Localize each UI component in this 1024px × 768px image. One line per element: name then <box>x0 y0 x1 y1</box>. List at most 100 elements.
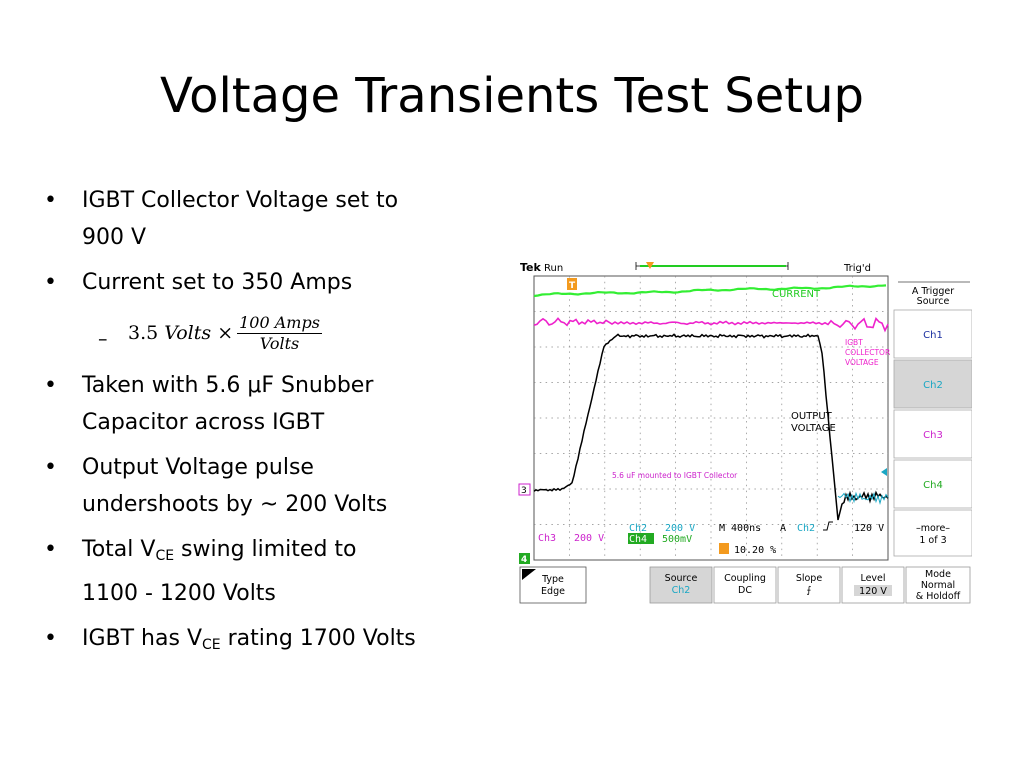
svg-text:Normal: Normal <box>921 580 955 591</box>
svg-text:3: 3 <box>521 486 527 496</box>
bullet-text-post: rating 1700 Volts <box>220 626 416 651</box>
menu-source-button[interactable]: Source Ch2 <box>649 566 713 604</box>
ch3-marker-icon: 3 <box>518 483 531 496</box>
bullet-list: • IGBT Collector Voltage set to 900 V • … <box>44 182 504 672</box>
bullet-current: • Current set to 350 Amps <box>44 264 504 301</box>
trigger-marker-icon: T <box>567 278 577 291</box>
slide-title: Voltage Transients Test Setup <box>159 68 864 124</box>
svg-text:–more–: –more– <box>916 523 950 534</box>
current-trace <box>533 284 887 298</box>
svg-text:Edge: Edge <box>541 586 565 597</box>
svg-text:Ch3: Ch3 <box>923 430 943 441</box>
output-label: VOLTAGE <box>791 423 836 434</box>
snubber-note: 5.6 uF mounted to IGBT Collector <box>612 471 738 480</box>
ch2-scale: 200 V <box>665 523 695 534</box>
eq-unit: Volts <box>164 322 212 344</box>
svg-text:Ch4: Ch4 <box>923 480 943 491</box>
bullet-collector-voltage: • IGBT Collector Voltage set to 900 V <box>44 182 504 256</box>
bullet-undershoot: • Output Voltage pulse undershoots by ~ … <box>44 449 504 523</box>
svg-text:Type: Type <box>541 574 564 585</box>
svg-text:Level: Level <box>860 573 885 584</box>
svg-text:Ch2: Ch2 <box>672 585 691 596</box>
timebase-readout: M 400ns <box>719 523 761 534</box>
menu-coupling-button[interactable]: Coupling DC <box>713 566 777 604</box>
scope-run-status: Run <box>544 263 563 274</box>
menu-type-button[interactable]: Type Edge <box>519 566 587 604</box>
rising-edge-icon <box>823 521 833 531</box>
svg-text:4: 4 <box>521 555 527 565</box>
svg-text:120 V: 120 V <box>859 586 887 597</box>
sub-bullet-dash: – <box>98 328 108 350</box>
bullet-dot-icon: • <box>44 455 57 480</box>
position-marker-icon <box>719 543 729 554</box>
bullet-text: Total VCE swing limited to <box>82 531 504 575</box>
ch3-readout: Ch3 <box>538 533 556 544</box>
scope-brand: Tek <box>520 261 542 274</box>
equation-line: – 3.5 Volts × 100 Amps Volts <box>44 305 504 361</box>
svg-text:Ch2: Ch2 <box>923 380 943 391</box>
svg-text:Source: Source <box>665 573 698 584</box>
bullet-subscript: CE <box>155 548 175 564</box>
ch4-scale: 500mV <box>662 534 692 545</box>
bullet-snubber: • Taken with 5.6 μF Snubber Capacitor ac… <box>44 367 504 441</box>
bullet-dot-icon: • <box>44 537 57 562</box>
bullet-dot-icon: • <box>44 270 57 295</box>
trigger-level-readout: 120 V <box>854 523 884 534</box>
bullet-vce-rating: • IGBT has VCE rating 1700 Volts <box>44 620 504 664</box>
bullet-text: Current set to 350 Amps <box>82 270 353 295</box>
output-voltage-trace-overlay <box>837 491 889 505</box>
current-equation: 3.5 Volts × 100 Amps Volts <box>128 313 322 354</box>
bullet-text-post: swing limited to <box>174 537 357 562</box>
bullet-text: Capacitor across IGBT <box>82 410 325 435</box>
side-menu-ch4-button[interactable]: Ch4 <box>893 459 972 509</box>
svg-text:Ch1: Ch1 <box>923 330 943 341</box>
igbt-label: VOLTAGE <box>845 358 879 367</box>
svg-text:⨍: ⨍ <box>807 585 812 596</box>
ch2-readout: Ch2 <box>629 523 647 534</box>
bullet-text: Taken with 5.6 μF Snubber <box>82 373 374 398</box>
trigger-source-readout: Ch2 <box>797 523 815 534</box>
bullet-dot-icon: • <box>44 373 57 398</box>
position-readout: 10.20 % <box>734 545 776 556</box>
svg-text:Coupling: Coupling <box>724 573 766 584</box>
igbt-label: IGBT <box>845 338 863 347</box>
menu-mode-button[interactable]: Mode Normal & Holdoff <box>905 566 971 604</box>
menu-level-button[interactable]: Level 120 V <box>841 566 905 604</box>
bullet-text: undershoots by ~ 200 Volts <box>82 492 388 517</box>
side-menu-more-button[interactable]: –more– 1 of 3 <box>893 509 972 557</box>
svg-text:& Holdoff: & Holdoff <box>916 591 961 602</box>
eq-numerator: 100 Amps <box>237 313 322 334</box>
igbt-collector-trace <box>533 316 889 333</box>
svg-text:DC: DC <box>738 585 752 596</box>
bullet-text: IGBT has VCE rating 1700 Volts <box>82 620 504 664</box>
bullet-dot-icon: • <box>44 626 57 651</box>
svg-text:1 of 3: 1 of 3 <box>919 535 946 546</box>
bottom-menu: Type Edge Source Ch2 Coupling DC Slope ⨍… <box>519 566 971 604</box>
side-menu-ch2-button[interactable]: Ch2 <box>893 359 972 409</box>
bullet-text-pre: IGBT has V <box>82 626 202 651</box>
bullet-vce-swing: • Total VCE swing limited to 1100 - 1200… <box>44 531 504 612</box>
record-position-bar <box>635 262 789 270</box>
output-label: OUTPUT <box>791 411 833 422</box>
output-voltage-trace <box>533 333 889 521</box>
bullet-text: Output Voltage pulse <box>82 455 314 480</box>
bullet-text: 1100 - 1200 Volts <box>82 581 276 606</box>
bullet-text: IGBT Collector Voltage set to <box>82 188 399 213</box>
side-menu-title: A Trigger <box>912 286 954 297</box>
ch4-readout: Ch4 <box>629 534 647 545</box>
ch4-marker-icon: 4 <box>519 553 530 565</box>
side-menu-title: Source <box>917 296 950 307</box>
eq-denominator: Volts <box>259 334 300 353</box>
side-menu: A Trigger Source Ch1 Ch2 Ch3 Ch4 –more– … <box>893 281 972 557</box>
igbt-label: COLLECTOR <box>845 348 890 357</box>
side-menu-ch1-button[interactable]: Ch1 <box>893 309 972 359</box>
eq-coef: 3.5 <box>128 322 159 344</box>
bullet-text-pre: Total V <box>82 537 156 562</box>
svg-text:T: T <box>569 281 576 291</box>
svg-text:Mode: Mode <box>925 569 951 580</box>
menu-slope-button[interactable]: Slope ⨍ <box>777 566 841 604</box>
side-menu-ch3-button[interactable]: Ch3 <box>893 409 972 459</box>
bullet-text: 900 V <box>82 225 147 250</box>
trigger-mode-readout: A <box>780 523 786 534</box>
svg-text:Slope: Slope <box>796 573 823 584</box>
